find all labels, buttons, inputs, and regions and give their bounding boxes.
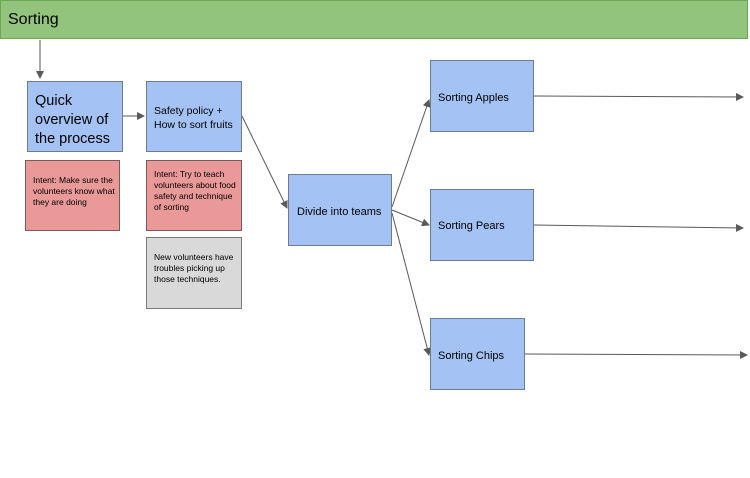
arrow-divide-to-apples bbox=[391, 99, 431, 208]
phase-title: Sorting bbox=[8, 11, 59, 28]
arrow-safety-to-divide bbox=[241, 115, 288, 209]
chips-label: Sorting Chips bbox=[438, 350, 505, 362]
apples-label: Sorting Apples bbox=[438, 92, 509, 104]
safety-box: Safety policy + How to sort fruits bbox=[146, 81, 242, 152]
intent-note-safety-text: Intent: Try to teach volunteers about fo… bbox=[154, 169, 236, 212]
phase-banner: Sorting bbox=[0, 0, 748, 39]
safety-label: Safety policy + How to sort fruits bbox=[154, 105, 233, 131]
apples-box: Sorting Apples bbox=[430, 60, 534, 132]
observation-note: New volunteers have troubles picking up … bbox=[146, 237, 242, 309]
pears-label: Sorting Pears bbox=[438, 220, 505, 232]
overview-box: Quick overview of the process bbox=[27, 81, 123, 152]
intent-note-safety: Intent: Try to teach volunteers about fo… bbox=[146, 160, 242, 231]
pears-box: Sorting Pears bbox=[430, 189, 534, 261]
arrow-chips-out bbox=[524, 350, 748, 359]
intent-note-overview-text: Intent: Make sure the volunteers know wh… bbox=[33, 175, 115, 207]
arrow-divide-to-chips bbox=[391, 212, 432, 356]
observation-note-text: New volunteers have troubles picking up … bbox=[154, 252, 234, 284]
arrow-apples-out bbox=[533, 92, 744, 101]
arrow-divide-to-pears bbox=[391, 209, 430, 227]
intent-note-overview: Intent: Make sure the volunteers know wh… bbox=[25, 160, 120, 231]
chips-box: Sorting Chips bbox=[430, 318, 525, 390]
divide-box: Divide into teams bbox=[288, 174, 392, 246]
divide-label: Divide into teams bbox=[297, 206, 382, 218]
arrow-pears-out bbox=[533, 223, 744, 232]
overview-label: Quick overview of the process bbox=[35, 93, 110, 147]
